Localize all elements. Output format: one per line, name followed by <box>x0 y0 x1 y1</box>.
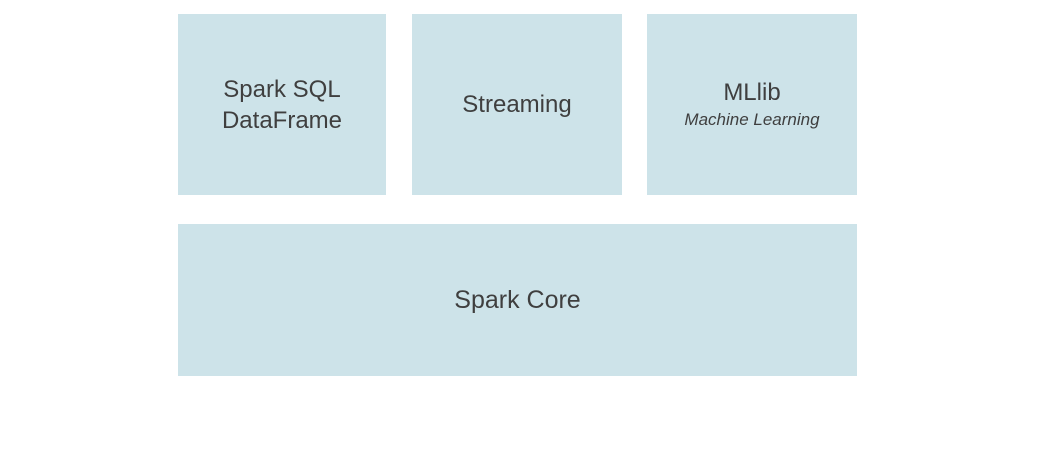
box-spark-sql: Spark SQL DataFrame <box>178 14 386 195</box>
box-spark-sql-label-line2: DataFrame <box>221 106 343 134</box>
box-mllib: MLlib Machine Learning <box>647 14 857 195</box>
box-streaming: Streaming <box>412 14 622 195</box>
box-spark-core: Spark Core <box>178 224 857 376</box>
box-mllib-subtitle: Machine Learning <box>684 110 820 129</box>
box-spark-sql-label-line1: Spark SQL <box>223 75 341 103</box>
box-streaming-label: Streaming <box>462 91 572 118</box>
box-mllib-label: MLlib <box>723 79 781 106</box>
box-spark-core-label: Spark Core <box>454 285 581 314</box>
